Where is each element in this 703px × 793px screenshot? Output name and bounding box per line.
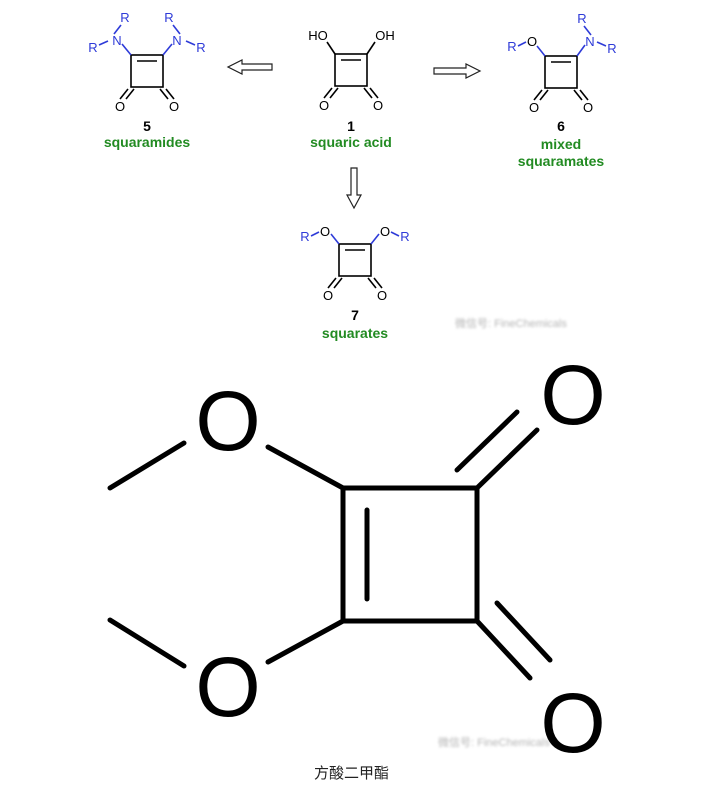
watermark: 微信号: FineChemicals [438, 735, 550, 749]
compound-6-name-line1: mixed [541, 136, 581, 152]
atom-o: O [377, 288, 387, 303]
atom-o: O [169, 99, 179, 114]
compound-1-structure [323, 41, 379, 99]
atom-r: R [607, 41, 616, 56]
compound-6-r-bonds [517, 25, 607, 57]
compound-7-r-bonds [310, 231, 400, 245]
reaction-scheme: HO OH O O 1 squaric acid N N R R R R O O… [88, 10, 616, 341]
atom-r: R [196, 40, 205, 55]
structure-bonds [107, 409, 553, 681]
compound-6-structure [533, 55, 589, 101]
atom-r: R [400, 229, 409, 244]
compound-7-number: 7 [351, 307, 359, 323]
atom-n: N [172, 33, 181, 48]
atom-o-lower-right: O [540, 676, 605, 760]
compound-7-name: squarates [322, 325, 388, 341]
atom-o: O [583, 100, 593, 115]
atom-n: N [112, 33, 121, 48]
arrow-to-squarates [345, 167, 363, 210]
arrow-to-squaramates [433, 63, 482, 79]
atom-o-upper-right: O [540, 360, 605, 442]
atom-oh: OH [375, 28, 395, 43]
atom-r: R [120, 10, 129, 25]
atom-n: N [585, 34, 594, 49]
reaction-arrows [226, 59, 482, 210]
compound-6-name-line2: squaramates [518, 153, 605, 169]
compound-1-name: squaric acid [310, 134, 392, 150]
atom-o: O [323, 288, 333, 303]
arrow-to-squaramides [226, 59, 273, 75]
atom-o-lower-left: O [195, 640, 260, 734]
atom-o: O [373, 98, 383, 113]
compound-5-name: squaramides [104, 134, 191, 150]
compound-5-number: 5 [143, 118, 151, 134]
compound-7-structure [327, 243, 383, 289]
atom-r: R [507, 39, 516, 54]
dimethyl-squarate-structure: O O O O 微信号: FineChemicals [107, 360, 606, 760]
compound-6-number: 6 [557, 118, 565, 134]
atom-ho: HO [308, 28, 328, 43]
compound-1-number: 1 [347, 118, 355, 134]
atom-o: O [529, 100, 539, 115]
compound-5-r-bonds [98, 24, 196, 56]
atom-o: O [115, 99, 125, 114]
atom-r: R [88, 40, 97, 55]
atom-r: R [577, 11, 586, 26]
atom-o: O [380, 224, 390, 239]
atom-o: O [527, 34, 537, 49]
atom-r: R [164, 10, 173, 25]
atom-o-upper-left: O [195, 374, 260, 468]
figure-caption: 方酸二甲酯 [313, 764, 389, 782]
atom-o: O [319, 98, 329, 113]
compound-5-structure [119, 54, 175, 100]
atom-o: O [320, 224, 330, 239]
atom-r: R [300, 229, 309, 244]
watermark: 微信号: FineChemicals [455, 316, 567, 330]
